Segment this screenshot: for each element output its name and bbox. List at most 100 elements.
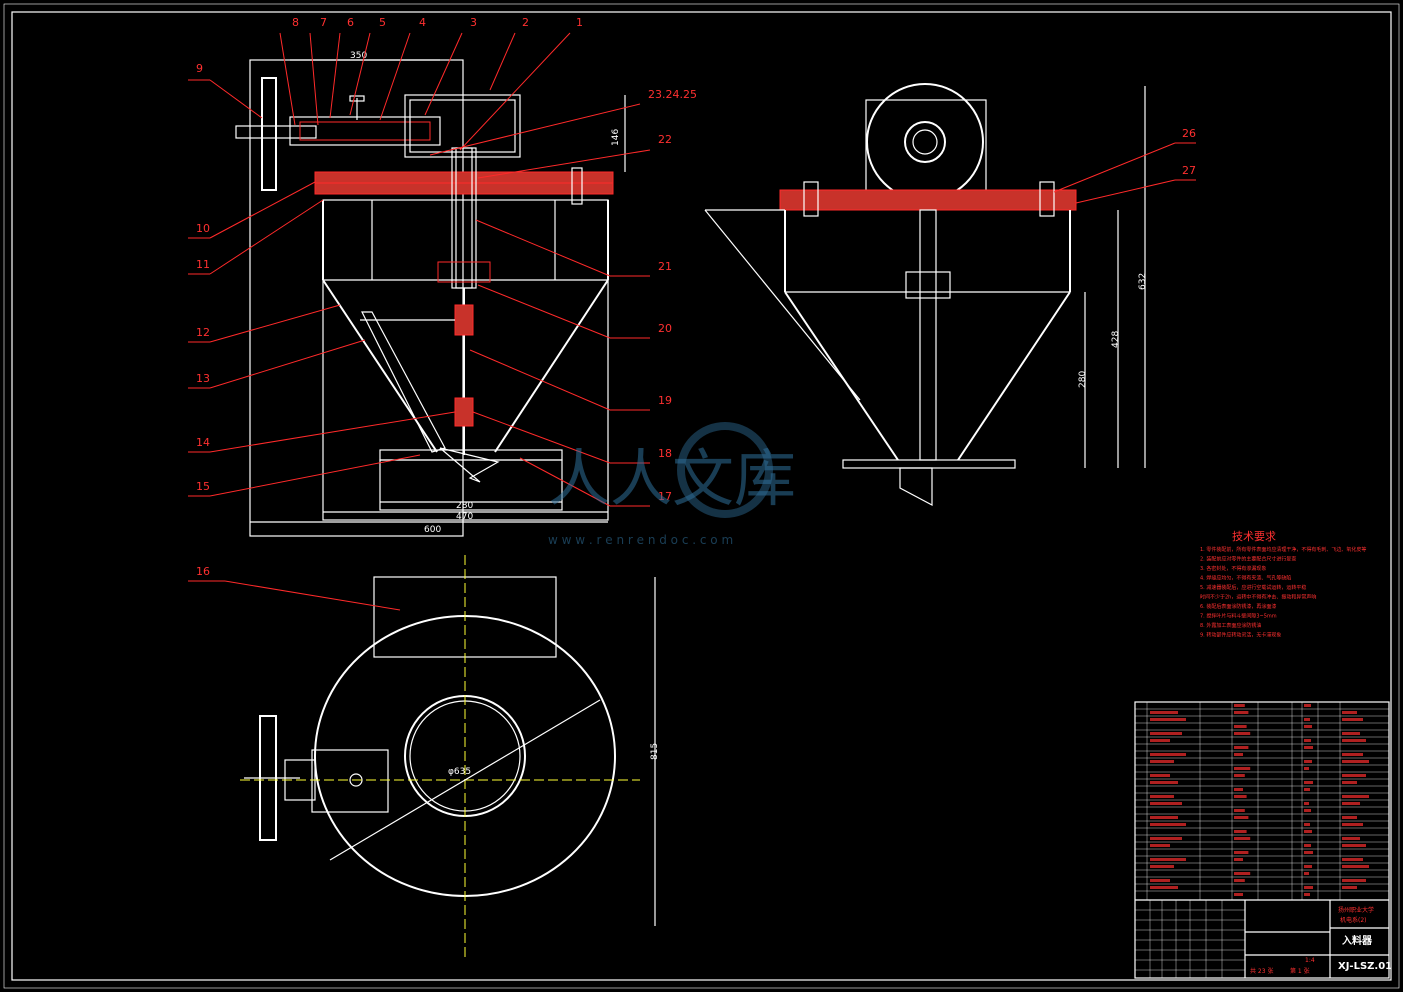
gear-cover-inner — [409, 99, 516, 153]
bom-cell-mark — [1342, 781, 1357, 784]
bom-cell-mark — [1234, 837, 1251, 840]
watermark-text: 人人文库 — [548, 442, 796, 515]
front-leader-lines — [188, 32, 651, 507]
tb-sheet-total: 共 23 张 — [1250, 967, 1273, 975]
bom-cell-mark — [1304, 760, 1312, 763]
bom-cell-mark — [1304, 746, 1313, 749]
bom-cell-mark — [1304, 851, 1313, 854]
bom-cell-mark — [1150, 774, 1170, 777]
tech-title: 技术要求 — [1232, 530, 1276, 543]
dim-632: 632 — [1138, 273, 1148, 290]
flange-bolt — [571, 167, 583, 205]
side-flange — [779, 189, 1077, 211]
shaft-coupling-1 — [454, 304, 474, 336]
bom-cell-mark — [1342, 711, 1357, 714]
tb-grid — [1135, 899, 1245, 978]
part-label-4: 4 — [419, 16, 426, 29]
bom-cell-mark — [1342, 718, 1363, 721]
part-label-26: 26 — [1182, 127, 1196, 140]
dim-428: 428 — [1111, 331, 1121, 348]
bom-cell-mark — [1304, 767, 1309, 770]
motor-housing — [865, 99, 987, 193]
tb-scale: 1:4 — [1305, 957, 1315, 964]
bom-cell-mark — [1234, 767, 1251, 770]
dim-280: 280 — [456, 501, 473, 511]
side-coupling — [905, 271, 951, 299]
bom-cell-mark — [1342, 886, 1357, 889]
plan-leader-lines — [188, 580, 401, 611]
bom-cell-mark — [1342, 774, 1366, 777]
tech-line: 7. 搅拌叶片与料斗壁间隙3~5mm — [1200, 613, 1277, 620]
part-label-14: 14 — [196, 436, 210, 449]
bom-cell-mark — [1342, 823, 1363, 826]
bom-cell-mark — [1304, 802, 1309, 805]
part-label-5: 5 — [379, 16, 386, 29]
bom-cell-mark — [1234, 879, 1245, 882]
bom-cell-mark — [1150, 802, 1182, 805]
bom-cell-mark — [1150, 795, 1174, 798]
bom-cell-mark — [1150, 753, 1186, 756]
side-bolt-right — [1039, 181, 1055, 217]
part-label-16: 16 — [196, 565, 210, 578]
bom-cell-mark — [1234, 704, 1245, 707]
side-view: 632 428 280 — [704, 83, 1196, 506]
dim-815: 815 — [650, 743, 660, 760]
part-label-21: 21 — [658, 260, 672, 273]
part-label-8: 8 — [292, 16, 299, 29]
part-label-19: 19 — [658, 394, 672, 407]
side-outlet-flange — [842, 459, 1016, 469]
bom-cell-mark — [1234, 809, 1245, 812]
bom-cell-mark — [1304, 886, 1313, 889]
dim-phi635: φ635 — [448, 767, 471, 777]
tech-line: 4. 焊缝应均匀，不得有夹渣、气孔等缺陷 — [1200, 575, 1291, 582]
bom-cell-mark — [1150, 837, 1182, 840]
tb-drawing-no: XJ-LSZ.01 — [1338, 961, 1392, 972]
screw-flight — [439, 447, 500, 483]
bom-cell-mark — [1342, 837, 1360, 840]
bom-cell-mark — [1150, 760, 1174, 763]
tech-line: 时间不少于2h，运转中不得有冲击、振动和异常声响 — [1200, 594, 1316, 601]
side-cone-left — [784, 291, 899, 461]
bom-cell-mark — [1342, 753, 1363, 756]
bom-cell-mark — [1234, 893, 1243, 896]
watermark-ring — [677, 422, 773, 518]
bom-cell-mark — [1150, 739, 1170, 742]
part-label-10: 10 — [196, 222, 210, 235]
plan-view: φ635 815 — [188, 555, 660, 960]
tech-line: 9. 转动部件应转动灵活，无卡滞现象 — [1200, 632, 1281, 639]
part-label-22: 22 — [658, 133, 672, 146]
bom-cell-mark — [1234, 725, 1247, 728]
bom-cell-mark — [1234, 732, 1251, 735]
part-label-13: 13 — [196, 372, 210, 385]
tech-line: 8. 外露加工表面应涂防锈油 — [1200, 622, 1261, 629]
bom-cell-mark — [1304, 725, 1312, 728]
drive-shaft-inner — [455, 147, 473, 289]
dim-side-280: 280 — [1078, 371, 1088, 388]
tb-sheet-no: 第 1 张 — [1290, 967, 1310, 975]
shaft-housing — [289, 116, 441, 146]
tech-line: 2. 装配前应对零件的主要配合尺寸进行复查 — [1200, 556, 1296, 563]
bom-cell-mark — [1150, 718, 1186, 721]
handwheel-shaft — [235, 125, 317, 139]
bom-cell-mark — [1304, 704, 1311, 707]
bom-cell-mark — [1304, 718, 1310, 721]
part-label-12: 12 — [196, 326, 210, 339]
plan-gearbox — [311, 749, 389, 813]
bom-cell-mark — [1234, 830, 1247, 833]
motor-shaft — [912, 129, 938, 155]
dim-350: 350 — [350, 51, 367, 61]
cone-left — [322, 279, 438, 453]
part-label-1: 1 — [576, 16, 583, 29]
bom-cell-mark — [1342, 795, 1369, 798]
bom-cell-mark — [1234, 753, 1243, 756]
dim-600: 600 — [424, 525, 441, 535]
part-label-2: 2 — [522, 16, 529, 29]
motor-circle-inner — [904, 121, 946, 163]
outer-frame — [11, 11, 1392, 981]
tb-subtitle: 机电系(2) — [1340, 916, 1367, 924]
bom-cell-mark — [1304, 809, 1311, 812]
bom-cell-mark — [1342, 865, 1369, 868]
